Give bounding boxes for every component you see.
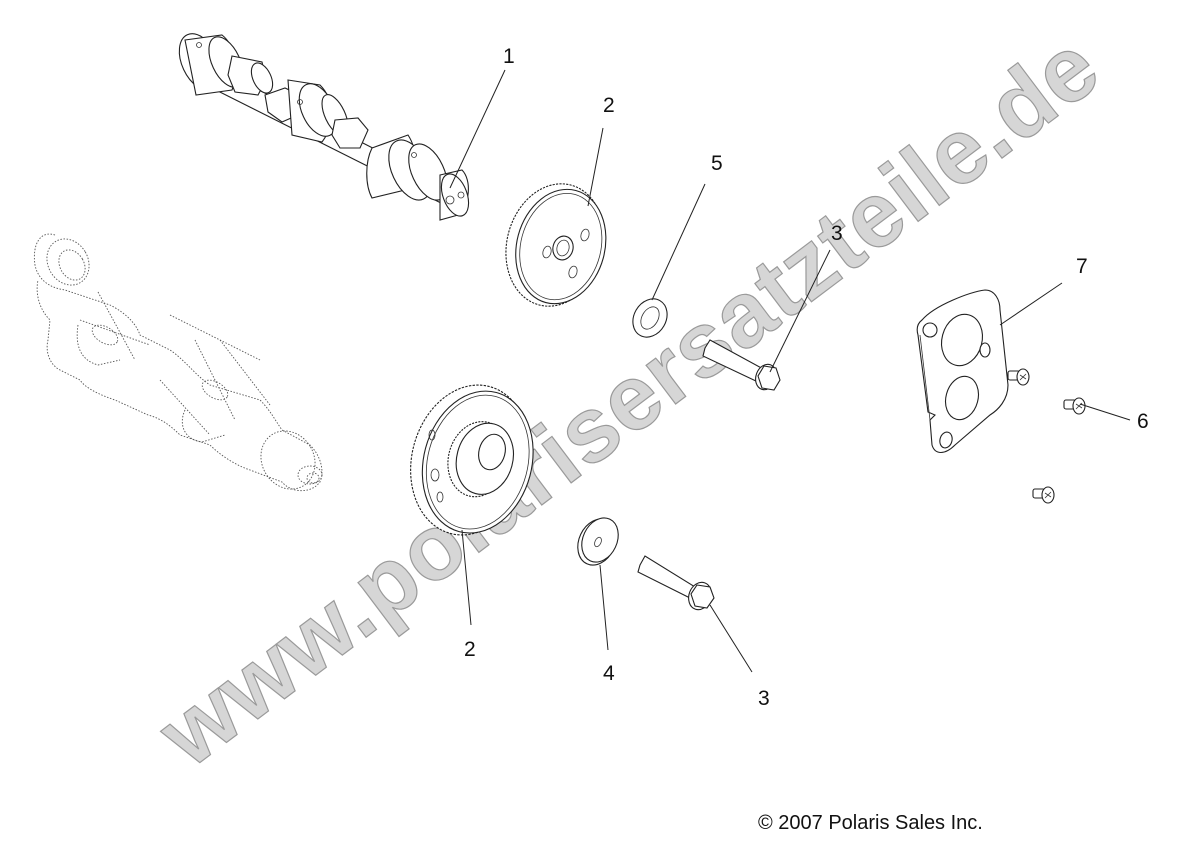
leader-6 xyxy=(1079,403,1131,421)
callout-3-upper: 3 xyxy=(831,222,843,245)
callout-7: 7 xyxy=(1076,255,1088,278)
leader-5 xyxy=(651,183,706,301)
leader-3-upper xyxy=(769,249,831,373)
callout-1: 1 xyxy=(503,45,515,68)
leader-2-lower xyxy=(461,529,472,626)
thick-washer xyxy=(577,517,619,566)
upper-bolt xyxy=(702,339,781,391)
cylinder-head-ghost xyxy=(33,233,323,492)
leader-2-upper xyxy=(587,127,604,207)
leader-7 xyxy=(999,282,1063,326)
thin-washer xyxy=(632,298,668,338)
lower-bolt xyxy=(637,555,715,611)
callout-5: 5 xyxy=(711,152,723,175)
callout-2-upper: 2 xyxy=(603,94,615,117)
phillips-screw xyxy=(1007,368,1030,386)
leader-1 xyxy=(449,69,506,189)
callout-6: 6 xyxy=(1137,410,1149,433)
upper-gear xyxy=(505,183,607,307)
camshaft xyxy=(178,33,470,221)
callout-3-lower: 3 xyxy=(758,687,770,710)
copyright-notice: © 2007 Polaris Sales Inc. xyxy=(758,812,983,834)
callout-2-lower: 2 xyxy=(464,638,476,661)
leader-3-lower xyxy=(709,604,753,673)
leader-lines xyxy=(449,69,1131,673)
phillips-screw xyxy=(1032,486,1055,504)
lower-gear xyxy=(410,384,534,536)
phillips-screw xyxy=(1063,397,1086,415)
retainer-plate xyxy=(916,289,1009,454)
leader-4 xyxy=(599,564,609,651)
callouts: 1 2 2 3 3 4 5 6 7 xyxy=(464,45,1149,710)
callout-4: 4 xyxy=(603,662,615,685)
